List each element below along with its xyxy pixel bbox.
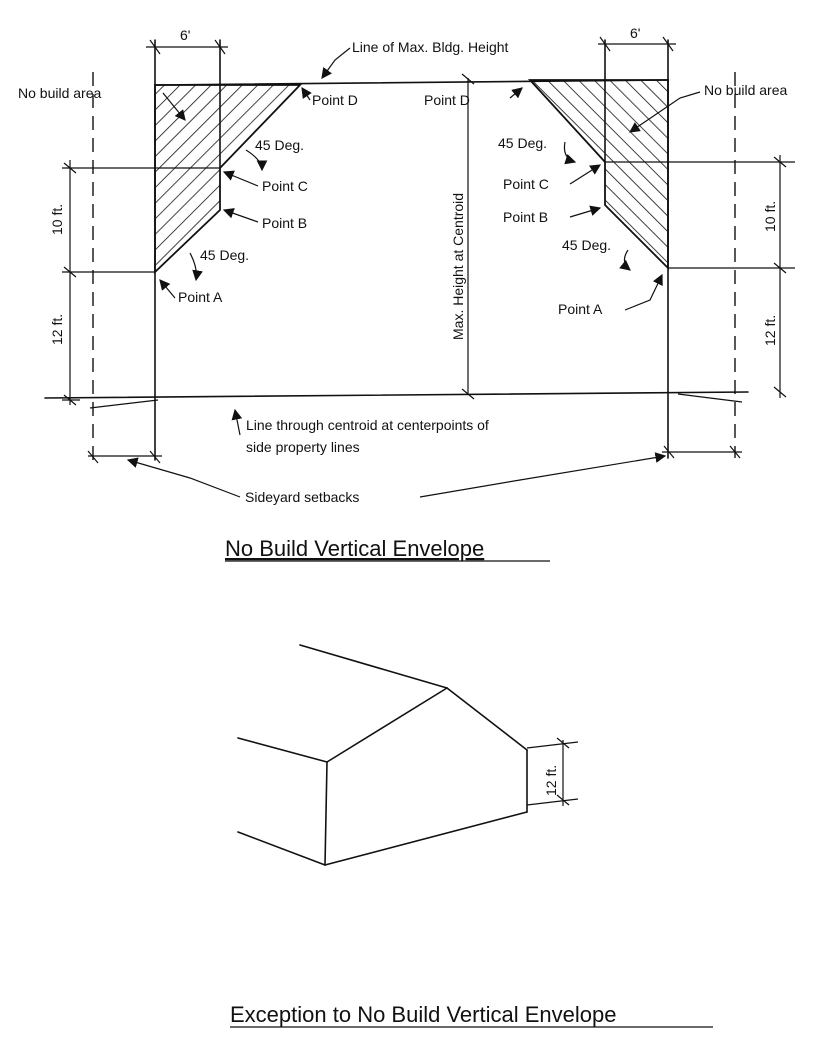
width-right-label: 6' bbox=[630, 25, 640, 41]
max-height-line bbox=[154, 79, 669, 86]
max-height-line-label: Line of Max. Bldg. Height bbox=[352, 39, 509, 55]
point-c-left-label: Point C bbox=[262, 178, 308, 194]
top-caption: No Build Vertical Envelope bbox=[225, 536, 484, 561]
roof-ridge-right bbox=[446, 687, 528, 751]
bottom-caption: Exception to No Build Vertical Envelope bbox=[230, 1002, 616, 1027]
wall-bottom-right bbox=[324, 811, 528, 866]
centroid-line-label-2: side property lines bbox=[246, 439, 360, 455]
max-height-centroid-label: Max. Height at Centroid bbox=[450, 193, 466, 340]
roof-ridge-left bbox=[326, 687, 448, 763]
dim-10-left-label: 10 ft. bbox=[49, 204, 65, 235]
point-b-left-label: Point B bbox=[262, 215, 307, 231]
dim-10-right-label: 10 ft. bbox=[762, 201, 778, 232]
point-a-right-label: Point A bbox=[558, 301, 603, 317]
sideyard-setbacks-label: Sideyard setbacks bbox=[245, 489, 359, 505]
exception-dim-12-label: 12 ft. bbox=[543, 765, 559, 796]
deg-upper-right-label: 45 Deg. bbox=[498, 135, 547, 151]
no-build-right-label: No build area bbox=[704, 82, 787, 98]
wall-bottom-left bbox=[237, 831, 326, 866]
point-d-left-label: Point D bbox=[312, 92, 358, 108]
centroid-line bbox=[44, 391, 749, 399]
width-left-label: 6' bbox=[180, 27, 190, 43]
point-a-left-label: Point A bbox=[178, 289, 223, 305]
centroid-line-label-1: Line through centroid at centerpoints of bbox=[246, 417, 489, 433]
wall-top-left bbox=[237, 737, 328, 763]
dim-12-left-label: 12 ft. bbox=[49, 314, 65, 345]
wall-front-left bbox=[324, 761, 328, 866]
point-b-right-label: Point B bbox=[503, 209, 548, 225]
no-build-left-label: No build area bbox=[18, 85, 101, 101]
dim-12-right-label: 12 ft. bbox=[762, 315, 778, 346]
point-c-right-label: Point C bbox=[503, 176, 549, 192]
deg-lower-left-label: 45 Deg. bbox=[200, 247, 249, 263]
exception-diagram: 12 ft. Exception to No Build Vertical En… bbox=[230, 644, 713, 1028]
roof-far-edge bbox=[299, 644, 448, 689]
point-d-right-label: Point D bbox=[424, 92, 470, 108]
no-build-envelope-diagram: 6' 6' Line of Max. Bldg. Height No build… bbox=[18, 25, 795, 562]
deg-upper-left-label: 45 Deg. bbox=[255, 137, 304, 153]
deg-lower-right-label: 45 Deg. bbox=[562, 237, 611, 253]
